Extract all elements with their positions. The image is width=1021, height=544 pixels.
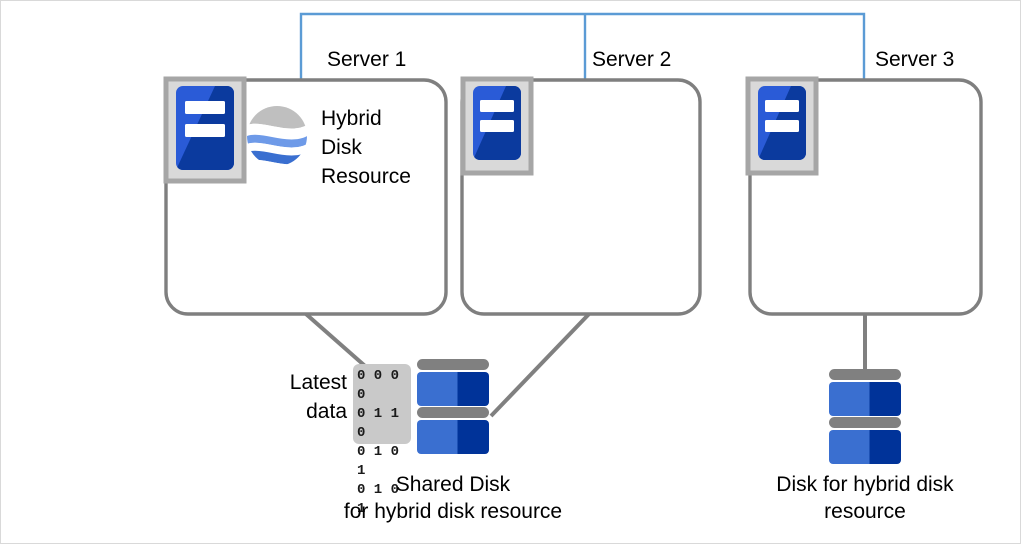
binary-row: 0 1 0 1 <box>357 482 400 517</box>
latest-data-label: Latest data <box>289 371 347 423</box>
server-2-label: Server 2 <box>592 48 672 71</box>
shared-disk-caption: Shared Disk for hybrid disk resource <box>343 473 563 523</box>
server3-disk-caption: Disk for hybrid disk resource <box>776 473 954 523</box>
hybrid-disk-resource-label: Hybrid Disk Resource <box>321 107 411 188</box>
binary-row: 0 1 0 1 <box>357 444 400 479</box>
server-1-label: Server 1 <box>327 48 407 71</box>
binary-rows: 0 0 0 0 0 1 1 0 0 1 0 1 0 1 0 1 <box>357 367 409 519</box>
server3-disk-icon <box>829 369 901 464</box>
shared-disk-icon <box>417 359 489 454</box>
binary-row: 0 0 0 0 <box>357 368 400 403</box>
server-icon-1 <box>163 76 247 184</box>
server-3-label: Server 3 <box>875 48 955 71</box>
network-bracket <box>299 12 866 79</box>
binary-row: 0 1 1 0 <box>357 406 400 441</box>
server-icon-2 <box>460 76 534 176</box>
binary-data-block <box>353 364 411 444</box>
server-icon-3 <box>745 76 819 176</box>
server-disk-connectors <box>304 312 867 418</box>
